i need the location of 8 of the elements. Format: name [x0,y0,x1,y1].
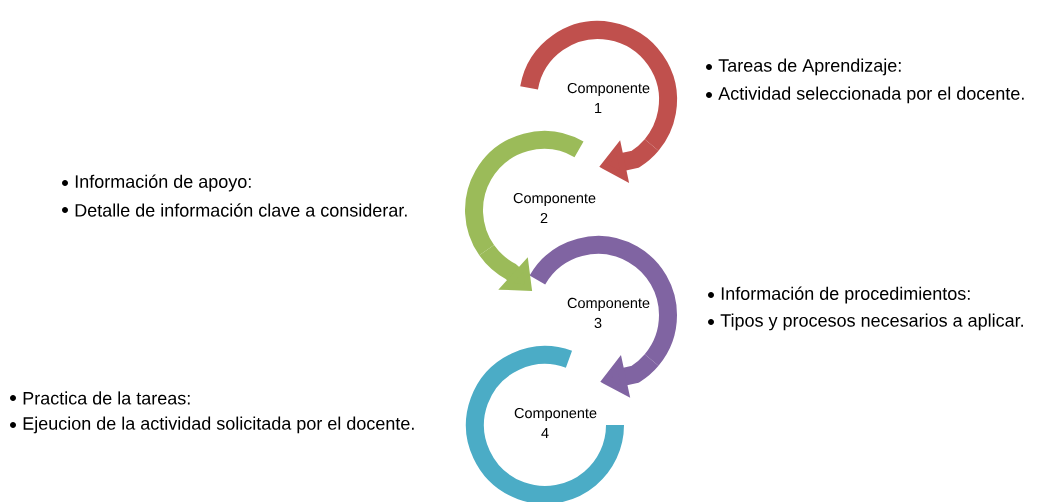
bullet-item: Ejeucion de la actividad solicitada por el docente. [10,416,414,434]
bullet-item: Información de procedimientos: [708,286,970,304]
bullet-item: Practica de la tareas: [10,391,190,405]
bullet-item: Detalle de información clave a considerar. [62,203,407,217]
bullet-item: Tareas de Aprendizaje: [706,58,901,76]
bullet-item: Información de apoyo: [62,174,251,192]
bullet-item: Actividad seleccionada por el docente. [706,86,1024,104]
bullet-item: Tipos y procesos necesarios a aplicar. [708,313,1023,331]
